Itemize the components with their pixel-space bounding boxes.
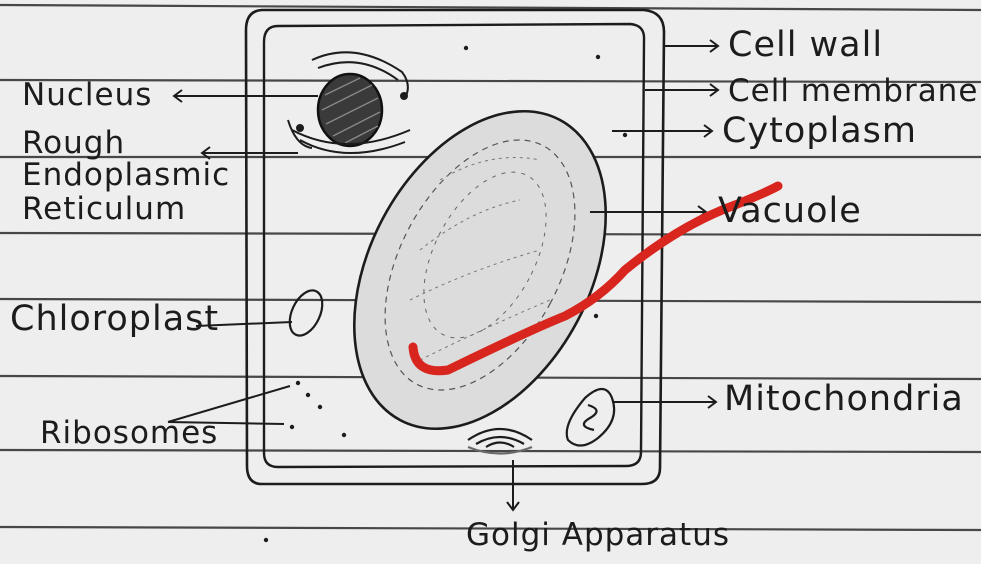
pointer-cell-wall xyxy=(664,40,718,52)
ribosome-dot xyxy=(594,314,598,318)
ribosome-dot xyxy=(264,538,268,542)
pointer-vacuole xyxy=(590,206,706,218)
ribosome-dot xyxy=(623,133,627,137)
mitochondria xyxy=(567,389,614,446)
label-chloroplast: Chloroplast xyxy=(10,302,219,337)
ribosome-dot xyxy=(296,381,300,385)
label-ribosomes: Ribosomes xyxy=(40,418,218,449)
rer-ribosome-dot xyxy=(297,125,303,131)
label-rough: Rough xyxy=(22,128,125,159)
nucleus xyxy=(318,74,382,146)
label-reticulum: Reticulum xyxy=(22,194,186,225)
label-nucleus: Nucleus xyxy=(22,80,152,111)
ribosome-dot xyxy=(464,46,468,50)
label-endoplasmic: Endoplasmic xyxy=(22,160,230,191)
nucleus-body xyxy=(318,74,382,146)
rer-ribosome-dot xyxy=(401,93,407,99)
pointer-cell-membrane xyxy=(645,84,718,96)
label-mitochondria: Mitochondria xyxy=(724,382,964,417)
label-cell-wall: Cell wall xyxy=(728,28,883,63)
chloroplast-shape xyxy=(283,285,329,340)
golgi-apparatus xyxy=(468,429,532,454)
label-vacuole: Vacuole xyxy=(718,194,862,229)
ribosome-dot xyxy=(290,425,294,429)
label-cytoplasm: Cytoplasm xyxy=(722,114,917,149)
ribosome-dot xyxy=(596,55,600,59)
label-cell-membrane: Cell membrane xyxy=(728,76,978,107)
ribosome-dot xyxy=(306,393,310,397)
label-golgi-apparatus: Golgi Apparatus xyxy=(466,520,730,551)
pointer-mitochondria xyxy=(612,396,716,408)
golgi-cisterna xyxy=(468,429,532,440)
ribosome-dot xyxy=(342,433,346,437)
golgi-cisterna xyxy=(486,443,514,448)
ribosome-dot xyxy=(318,405,322,409)
mitochondria-cristae xyxy=(584,405,597,430)
